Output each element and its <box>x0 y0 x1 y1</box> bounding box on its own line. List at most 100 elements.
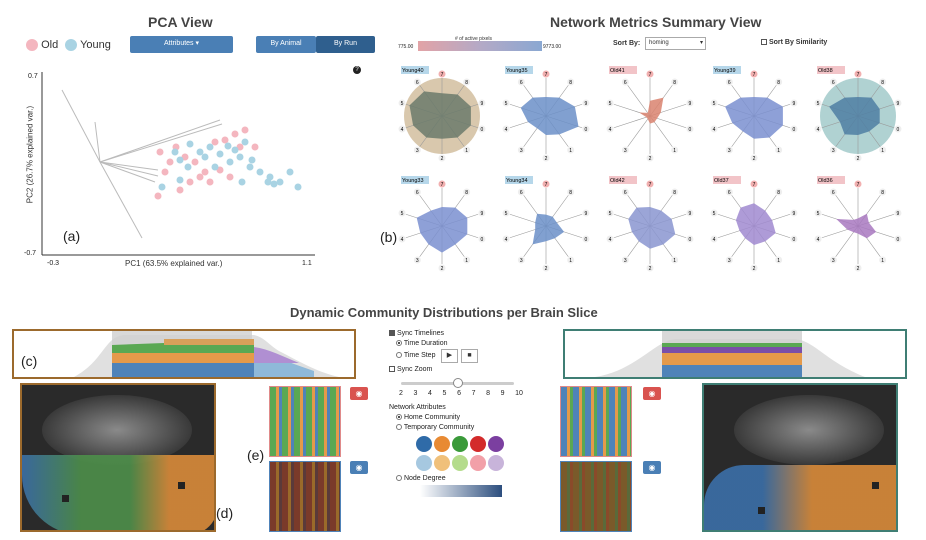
attributes-dropdown[interactable]: Attributes ▾ <box>130 36 233 53</box>
stop-button[interactable]: ■ <box>461 349 478 363</box>
community-color-swatch[interactable] <box>488 455 504 471</box>
sort-similarity-checkbox[interactable] <box>761 39 767 46</box>
radar-polygon[interactable] <box>628 207 676 249</box>
young-point[interactable] <box>201 153 209 161</box>
young-point[interactable] <box>270 180 278 188</box>
by-run-button[interactable]: By Run <box>316 36 375 53</box>
radar-polygon[interactable] <box>639 97 664 124</box>
by-animal-button[interactable]: By Animal <box>256 36 316 53</box>
young-point[interactable] <box>256 168 264 176</box>
eye-icon[interactable]: ◉ <box>643 387 661 400</box>
old-point[interactable] <box>191 158 199 166</box>
old-point[interactable] <box>196 173 204 181</box>
time-slider-handle[interactable] <box>453 378 463 388</box>
young-point[interactable] <box>264 178 272 186</box>
right-timeline[interactable] <box>563 329 907 379</box>
radar-chart-grid[interactable]: 0123456789Young400123456789Young35012345… <box>392 58 926 280</box>
old-point[interactable] <box>166 158 174 166</box>
old-point[interactable] <box>241 126 249 134</box>
right-brain-slice[interactable] <box>702 383 898 532</box>
young-point[interactable] <box>238 178 246 186</box>
radar-polygon[interactable] <box>532 213 565 245</box>
young-point[interactable] <box>231 146 239 154</box>
community-color-swatch[interactable] <box>470 436 486 452</box>
community-color-swatch[interactable] <box>488 436 504 452</box>
pca-scatter-plot[interactable] <box>40 72 320 257</box>
young-point[interactable] <box>158 183 166 191</box>
radar-polygon[interactable] <box>829 97 880 135</box>
young-point[interactable] <box>196 148 204 156</box>
old-point[interactable] <box>206 178 214 186</box>
young-point[interactable] <box>286 168 294 176</box>
right-matrix-bottom[interactable] <box>560 461 632 532</box>
eye-slash-icon[interactable]: ◉ <box>350 461 368 474</box>
time-step-option[interactable]: Time Step <box>396 352 435 359</box>
help-icon[interactable]: ? <box>353 66 361 74</box>
eye-slash-icon[interactable]: ◉ <box>643 461 661 474</box>
old-point[interactable] <box>226 173 234 181</box>
community-color-swatch[interactable] <box>416 455 432 471</box>
young-point[interactable] <box>246 163 254 171</box>
community-color-swatch[interactable] <box>470 455 486 471</box>
community-color-swatch[interactable] <box>434 436 450 452</box>
radar-polygon[interactable] <box>735 203 776 245</box>
time-duration-option[interactable]: Time Duration <box>396 340 448 347</box>
old-point[interactable] <box>251 143 259 151</box>
left-brain-slice[interactable] <box>20 383 216 532</box>
young-point[interactable] <box>216 150 224 158</box>
node-degree-option[interactable]: Node Degree <box>396 475 446 482</box>
old-point[interactable] <box>154 192 162 200</box>
left-timeline[interactable] <box>12 329 356 379</box>
young-point[interactable] <box>186 140 194 148</box>
radar-polygon[interactable] <box>416 207 468 253</box>
community-color-swatch[interactable] <box>434 455 450 471</box>
young-point[interactable] <box>241 138 249 146</box>
old-point[interactable] <box>231 130 239 138</box>
old-point[interactable] <box>221 136 229 144</box>
young-point[interactable] <box>184 163 192 171</box>
community-color-swatch[interactable] <box>416 436 432 452</box>
radar-polygon[interactable] <box>836 213 877 239</box>
right-matrix-top[interactable] <box>560 386 632 457</box>
left-matrix-top[interactable] <box>269 386 341 457</box>
home-community-radio[interactable] <box>396 414 402 421</box>
time-step-radio[interactable] <box>396 352 402 359</box>
young-point[interactable] <box>226 158 234 166</box>
young-point[interactable] <box>236 153 244 161</box>
sync-zoom-option[interactable]: Sync Zoom <box>389 366 432 373</box>
radar-polygon[interactable] <box>725 97 783 139</box>
old-point[interactable] <box>156 148 164 156</box>
young-point[interactable] <box>211 163 219 171</box>
sort-similarity-option[interactable]: Sort By Similarity <box>761 39 827 46</box>
node-degree-radio[interactable] <box>396 475 402 482</box>
young-point[interactable] <box>224 142 232 150</box>
old-point[interactable] <box>211 138 219 146</box>
time-duration-radio[interactable] <box>396 340 402 347</box>
old-point[interactable] <box>186 178 194 186</box>
old-point[interactable] <box>176 186 184 194</box>
temporary-community-radio[interactable] <box>396 424 402 431</box>
sync-timelines-checkbox[interactable] <box>389 330 395 337</box>
temporary-community-option[interactable]: Temporary Community <box>396 424 474 431</box>
sync-zoom-checkbox[interactable] <box>389 366 395 373</box>
young-point[interactable] <box>294 183 302 191</box>
eye-icon[interactable]: ◉ <box>350 387 368 400</box>
young-point[interactable] <box>276 178 284 186</box>
young-point[interactable] <box>176 156 184 164</box>
young-point[interactable] <box>206 143 214 151</box>
old-point[interactable] <box>161 168 169 176</box>
home-community-option[interactable]: Home Community <box>396 414 460 421</box>
old-point[interactable] <box>201 168 209 176</box>
young-point[interactable] <box>171 148 179 156</box>
sync-timelines-option[interactable]: Sync Timelines <box>389 330 444 337</box>
radar-polygon[interactable] <box>409 91 471 139</box>
